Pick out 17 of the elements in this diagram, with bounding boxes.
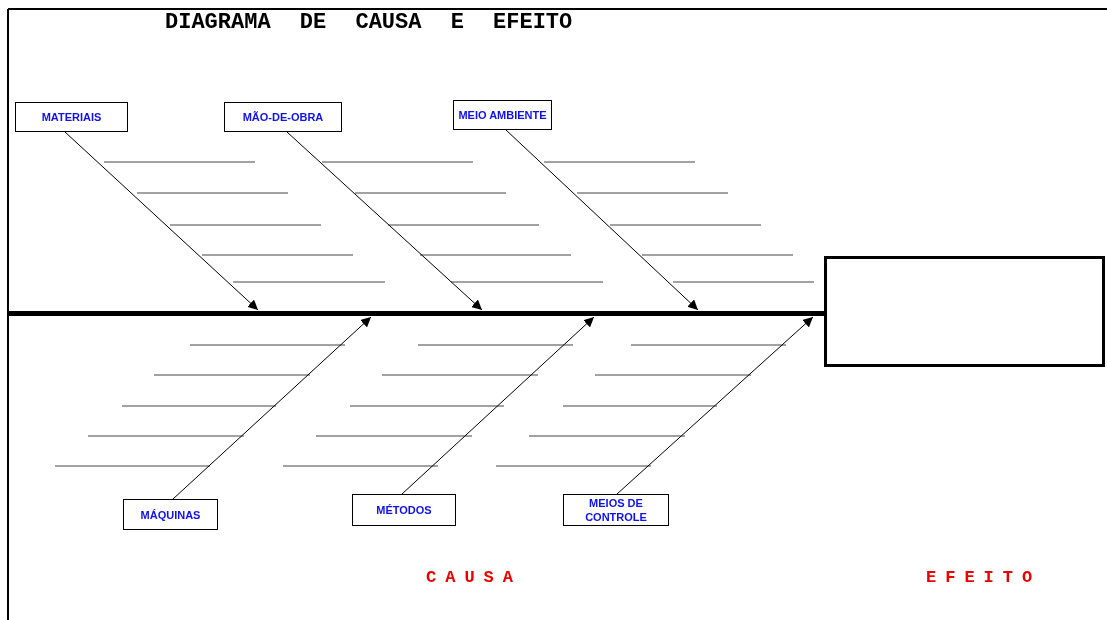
category-box: MÉTODOS bbox=[352, 494, 456, 526]
section-label: CAUSA bbox=[426, 568, 522, 587]
category-box: MEIOS DE CONTROLE bbox=[563, 494, 669, 526]
arrow bbox=[401, 316, 595, 495]
diagram-title: DIAGRAMA DE CAUSA E EFEITO bbox=[165, 10, 573, 35]
spine-bar bbox=[8, 311, 824, 316]
arrow bbox=[172, 316, 372, 500]
arrow bbox=[286, 131, 483, 311]
section-label: EFEITO bbox=[926, 568, 1042, 587]
category-box: MATERIAIS bbox=[15, 102, 128, 132]
arrow bbox=[505, 129, 699, 311]
category-box: MEIO AMBIENTE bbox=[453, 100, 552, 130]
arrow bbox=[64, 131, 259, 311]
category-box: MÁQUINAS bbox=[123, 499, 218, 530]
category-box: MÃO-DE-OBRA bbox=[224, 102, 342, 132]
effect-box bbox=[824, 256, 1105, 367]
arrow bbox=[616, 316, 814, 495]
